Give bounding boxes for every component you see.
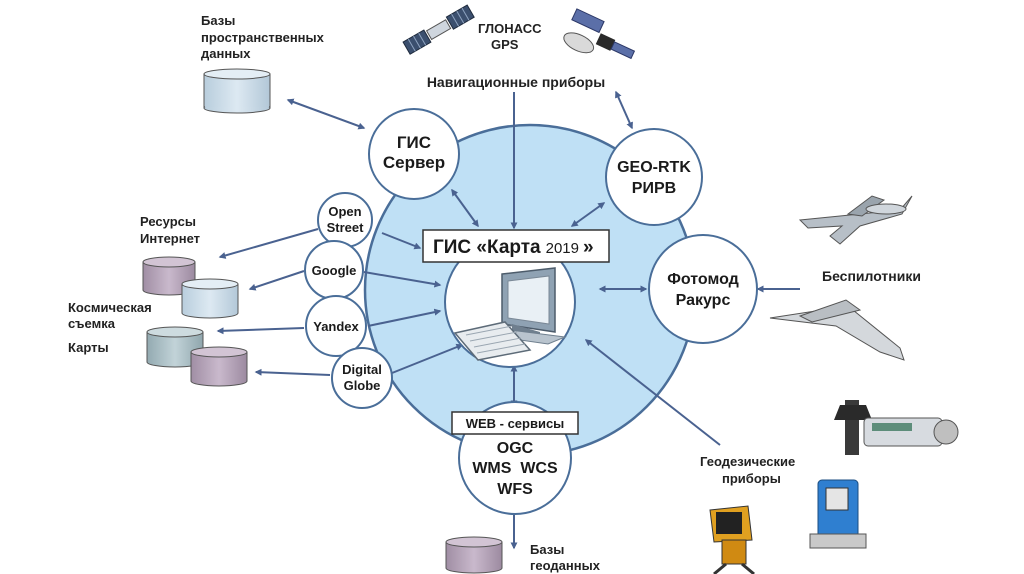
- computer-icon: [453, 267, 567, 361]
- yandex-node: [305, 295, 367, 357]
- geodetic-device-icon-2: [709, 505, 755, 574]
- satellite-icon-gps: [563, 8, 636, 60]
- arrow-nav-georkt: [615, 90, 633, 130]
- center-title-box: [422, 229, 610, 263]
- gis-server-line2: Сервер: [383, 153, 445, 172]
- arrow-center-yandex: [367, 308, 442, 327]
- svg-text:пространственных: пространственных: [201, 30, 325, 45]
- geodetic-device-icon-1: [834, 400, 959, 455]
- geo-rtk-line1: GEO-RTK: [617, 159, 691, 176]
- web-services-title-box: [451, 411, 579, 435]
- arrow-spatialdb-gisserver: [286, 98, 366, 130]
- drone-icon-2: [769, 299, 905, 361]
- label-maps: Карты: [68, 340, 109, 355]
- database-icon-maps: [190, 346, 248, 387]
- database-icon-space: [146, 326, 204, 368]
- fotomod-node: [648, 234, 758, 344]
- digital-globe-node: [331, 347, 393, 409]
- arrow-google-db: [248, 270, 305, 291]
- label-space-imagery: Космическая съемка: [68, 300, 152, 331]
- drone-icon-1: [798, 195, 913, 245]
- arrow-yandex-db: [216, 327, 305, 335]
- arrow-openstreet-internet: [218, 228, 319, 259]
- label-drones: Беспилотники: [822, 268, 921, 284]
- geodetic-device-icon-3: [809, 479, 867, 549]
- web-services-wms: WMS WCS: [472, 460, 558, 477]
- arrow-georkt-center: [570, 202, 606, 227]
- svg-text:Интернет: Интернет: [140, 231, 200, 246]
- svg-text:геоданных: геоданных: [530, 558, 601, 573]
- svg-text:приборы: приборы: [722, 471, 781, 486]
- arrow-geodetic-center: [584, 339, 721, 446]
- geo-rtk-line2: РИРВ: [632, 180, 676, 197]
- svg-text:ГЛОНАСС: ГЛОНАСС: [478, 21, 542, 36]
- label-nav-devices: Навигационные приборы: [427, 74, 605, 90]
- satellite-icon-glonass: [402, 4, 475, 55]
- google-label: Google: [312, 263, 357, 278]
- arrow-center-google: [363, 271, 442, 288]
- svg-text:Геодезические: Геодезические: [700, 454, 795, 469]
- label-internet-resources: Ресурсы Интернет: [140, 214, 200, 246]
- arrow-center-openstreet: [381, 232, 422, 250]
- digital-globe-line1: Digital: [342, 362, 382, 377]
- svg-text:съемка: съемка: [68, 316, 116, 331]
- database-icon-geodata: [445, 536, 503, 574]
- svg-text:Космическая: Космическая: [68, 300, 152, 315]
- label-spatial-db: Базы пространственных данных: [201, 13, 325, 61]
- label-glonass: ГЛОНАСС GPS: [478, 21, 542, 52]
- label-geodata-db: Базы геоданных: [530, 542, 601, 573]
- svg-text:данных: данных: [201, 46, 251, 61]
- database-icon-internet-2: [181, 278, 239, 319]
- arrows: [216, 90, 800, 550]
- digital-globe-line2: Globe: [344, 378, 381, 393]
- web-services-wfs: WFS: [497, 481, 533, 498]
- arrow-gisserver-center: [451, 188, 479, 228]
- svg-text:Ресурсы: Ресурсы: [140, 214, 196, 229]
- fotomod-line1: Фотомод: [667, 271, 739, 288]
- geo-rtk-node: [605, 128, 703, 226]
- gis-server-node: [368, 108, 460, 200]
- fotomod-line2: Ракурс: [676, 292, 731, 309]
- gis-server-line1: ГИС: [397, 133, 431, 152]
- svg-text:Базы: Базы: [530, 542, 564, 557]
- svg-text:GPS: GPS: [491, 37, 519, 52]
- database-icon-spatial: [203, 68, 271, 114]
- svg-text:Базы: Базы: [201, 13, 235, 28]
- web-services-ogc: OGC: [497, 440, 534, 457]
- yandex-label: Yandex: [313, 319, 359, 334]
- arrow-center-digitalglobe: [391, 343, 464, 374]
- open-street-line1: Open: [328, 204, 361, 219]
- arrow-digitalglobe-db: [254, 368, 331, 376]
- open-street-line2: Street: [327, 220, 365, 235]
- web-services-title: WEB - сервисы: [466, 416, 565, 431]
- label-geodetic-devices: Геодезические приборы: [700, 454, 795, 486]
